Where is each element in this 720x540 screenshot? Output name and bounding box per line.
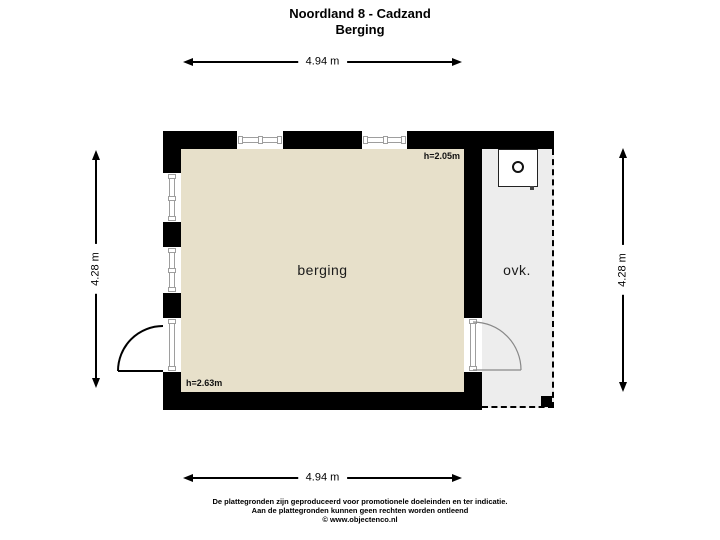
dimension-left: 4.28 m (88, 150, 104, 388)
window-frame-mark (168, 268, 176, 273)
window-frame-mark (168, 248, 176, 253)
door-opening-inner (464, 318, 482, 372)
wall-bottom (163, 392, 482, 410)
room-label-ovk: ovk. (503, 262, 531, 278)
disclaimer-line-2: Aan de plattegronden kunnen geen rechten… (251, 506, 469, 515)
dimension-bottom-label: 4.94 m (297, 470, 348, 486)
window-top-1 (237, 131, 283, 149)
door-frame-mark (168, 319, 176, 324)
berging-floor (181, 149, 464, 392)
ceiling-height-note-top: h=2.05m (423, 151, 460, 161)
disclaimer-line-1: De plattegronden zijn geproduceerd voor … (212, 497, 508, 506)
boiler-icon (512, 161, 524, 173)
wall-inner-top (464, 149, 482, 318)
window-frame-mark (168, 287, 176, 292)
wall-top-middle (283, 131, 362, 149)
wall-top-left (163, 131, 237, 149)
wall-left-1 (163, 149, 181, 173)
wall-left-3 (163, 293, 181, 318)
window-frame-mark (168, 216, 176, 221)
door-frame-mark (469, 319, 477, 324)
door-frame (169, 319, 175, 371)
boiler-unit (498, 149, 538, 190)
window-frame-mark (363, 136, 368, 144)
dimension-bottom: 4.94 m (183, 470, 462, 486)
window-top-2 (362, 131, 407, 149)
door-swing-arc-left (117, 325, 164, 372)
dimension-top: 4.94 m (183, 54, 462, 70)
window-left-2 (163, 247, 181, 293)
window-left-1 (163, 173, 181, 222)
window-frame-mark (168, 195, 176, 201)
disclaimer: De plattegronden zijn geproduceerd voor … (0, 497, 720, 524)
wall-inner-bottom (464, 372, 482, 410)
dimension-right-label: 4.28 m (615, 245, 631, 295)
door-frame-mark (168, 366, 176, 371)
window-frame-mark (401, 136, 406, 144)
window-frame-mark (382, 136, 388, 144)
title-address: Noordland 8 - Cadzand (289, 6, 431, 21)
boiler-pipe-mark (530, 186, 534, 190)
window-frame-mark (258, 136, 263, 144)
window-frame-mark (277, 136, 282, 144)
dimension-right: 4.28 m (615, 148, 631, 392)
door-frame-mark (469, 366, 477, 371)
wall-left-2 (163, 222, 181, 247)
room-label-berging: berging (297, 262, 348, 278)
ceiling-height-note-bottom: h=2.63m (186, 378, 223, 388)
door-frame (470, 319, 476, 371)
disclaimer-copyright: © www.objectenco.nl (322, 515, 398, 524)
window-frame-mark (168, 174, 176, 179)
page-title: Noordland 8 - Cadzand Berging (0, 6, 720, 38)
dimension-left-label: 4.28 m (88, 244, 104, 294)
title-subtitle: Berging (335, 22, 385, 37)
wall-top-right (407, 131, 554, 149)
window-frame-mark (238, 136, 243, 144)
dimension-top-label: 4.94 m (297, 54, 348, 70)
door-opening-left (163, 318, 181, 372)
ovk-floor (482, 149, 554, 408)
canopy-post (541, 396, 552, 407)
